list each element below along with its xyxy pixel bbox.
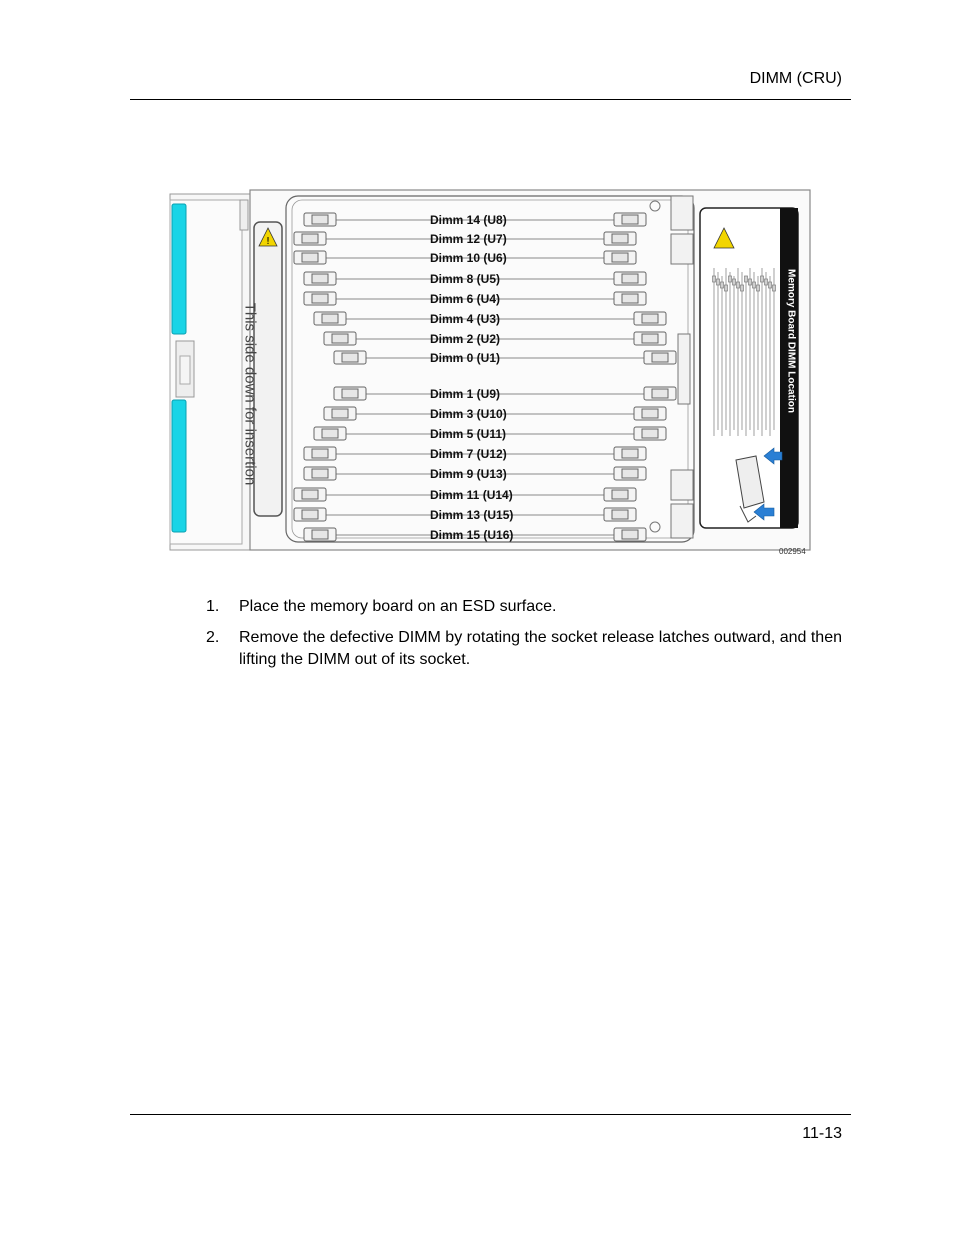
cyan-rail-bottom bbox=[171, 399, 187, 533]
legend-slot-marker bbox=[752, 281, 756, 289]
dimm-latch-clip bbox=[621, 214, 639, 225]
step-1: 1. Place the memory board on an ESD surf… bbox=[206, 596, 846, 618]
dimm-latch-clip bbox=[641, 313, 659, 324]
dimm-latch-clip bbox=[321, 428, 339, 439]
legend-warning-icon bbox=[713, 227, 735, 249]
dimm-label: Dimm 3 (U10) bbox=[430, 407, 507, 421]
dimm-latch-clip bbox=[311, 468, 329, 479]
dimm-label: Dimm 15 (U16) bbox=[430, 528, 514, 542]
dimm-latch-clip bbox=[611, 252, 629, 263]
step-text: Remove the defective DIMM by rotating th… bbox=[239, 629, 842, 668]
dimm-latch-clip bbox=[621, 273, 639, 284]
insertion-side-label: This side down for insertion bbox=[241, 302, 259, 486]
cyan-rail-top bbox=[171, 203, 187, 335]
legend-title: Memory Board DIMM Location bbox=[785, 269, 797, 413]
dimm-latch-clip bbox=[611, 509, 629, 520]
step-text: Place the memory board on an ESD surface… bbox=[239, 598, 557, 615]
legend-slot-marker bbox=[740, 284, 744, 292]
dimm-label: Dimm 7 (U12) bbox=[430, 447, 507, 461]
dimm-latch-clip bbox=[331, 333, 349, 344]
dimm-latch-clip bbox=[611, 489, 629, 500]
legend-slot-marker bbox=[736, 281, 740, 289]
dimm-latch-clip bbox=[651, 352, 669, 363]
dimm-latch-clip bbox=[301, 252, 319, 263]
running-header: DIMM (CRU) bbox=[749, 70, 842, 87]
legend-slot-marker bbox=[732, 278, 736, 286]
dimm-label: Dimm 2 (U2) bbox=[430, 332, 501, 346]
step-number: 2. bbox=[206, 629, 220, 646]
dimm-label: Dimm 14 (U8) bbox=[430, 213, 507, 227]
legend-slot-marker bbox=[744, 275, 748, 283]
legend-slot-marker bbox=[728, 275, 732, 283]
dimm-latch-clip bbox=[311, 293, 329, 304]
page-number: 11-13 bbox=[802, 1125, 842, 1142]
memory-board-figure: ! Dimm 14 (U8) Dimm 12 (U7) Dimm 10 (U6) Di… bbox=[168, 186, 814, 562]
dimm-latch-clip bbox=[311, 529, 329, 540]
legend-slot-marker bbox=[760, 275, 764, 283]
dimm-label: Dimm 12 (U7) bbox=[430, 232, 507, 246]
legend-slot-marker bbox=[764, 278, 768, 286]
dimm-label: Dimm 5 (U11) bbox=[430, 427, 507, 441]
dimm-label: Dimm 0 (U1) bbox=[430, 351, 501, 365]
dimm-latch-clip bbox=[651, 388, 669, 399]
svg-text:!: ! bbox=[266, 236, 270, 247]
dimm-label: Dimm 9 (U13) bbox=[430, 467, 507, 481]
dimm-latch-clip bbox=[611, 233, 629, 244]
dimm-latch-clip bbox=[341, 352, 359, 363]
dimm-latch-clip bbox=[621, 529, 639, 540]
legend-slot-marker bbox=[712, 275, 716, 283]
dimm-latch-clip bbox=[341, 388, 359, 399]
dimm-latch-clip bbox=[301, 233, 319, 244]
dimm-label: Dimm 10 (U6) bbox=[430, 251, 507, 265]
dimm-latch-clip bbox=[641, 333, 659, 344]
blue-arrow-icon-lower bbox=[753, 503, 775, 521]
dimm-latch-clip bbox=[621, 448, 639, 459]
dimm-latch-clip bbox=[321, 313, 339, 324]
step-number: 1. bbox=[206, 598, 220, 615]
dimm-latch-clip bbox=[311, 448, 329, 459]
footer-rule bbox=[130, 1114, 851, 1115]
dimm-latch-clip bbox=[641, 428, 659, 439]
dimm-latch-clip bbox=[311, 214, 329, 225]
dimm-label: Dimm 13 (U15) bbox=[430, 508, 514, 522]
dimm-label: Dimm 11 (U14) bbox=[430, 488, 513, 502]
legend-slot-marker bbox=[772, 284, 776, 292]
legend-slot-marker bbox=[756, 284, 760, 292]
legend-slot-marker bbox=[720, 281, 724, 289]
dimm-label: Dimm 8 (U5) bbox=[430, 272, 501, 286]
memory-board-illustration: ! bbox=[169, 189, 811, 551]
header-rule bbox=[130, 99, 851, 100]
figure-id: 002954 bbox=[779, 547, 806, 556]
legend-slot-marker bbox=[748, 278, 752, 286]
procedure-steps: 1. Place the memory board on an ESD surf… bbox=[206, 596, 846, 680]
dimm-latch-clip bbox=[311, 273, 329, 284]
warning-triangle-icon bbox=[258, 227, 278, 247]
dimm-label: Dimm 4 (U3) bbox=[430, 312, 501, 326]
dimm-latch-clip bbox=[621, 468, 639, 479]
step-2: 2. Remove the defective DIMM by rotating… bbox=[206, 627, 846, 671]
dimm-latch-clip bbox=[621, 293, 639, 304]
dimm-label: Dimm 1 (U9) bbox=[430, 387, 501, 401]
legend-slot-marker bbox=[716, 278, 720, 286]
dimm-latch-clip bbox=[641, 408, 659, 419]
dimm-latch-clip bbox=[301, 489, 319, 500]
legend-slot-marker bbox=[768, 281, 772, 289]
dimm-latch-clip bbox=[301, 509, 319, 520]
blue-arrow-icon bbox=[763, 447, 783, 465]
dimm-latch-clip bbox=[331, 408, 349, 419]
legend-slot-marker bbox=[724, 284, 728, 292]
dimm-label: Dimm 6 (U4) bbox=[430, 292, 501, 306]
